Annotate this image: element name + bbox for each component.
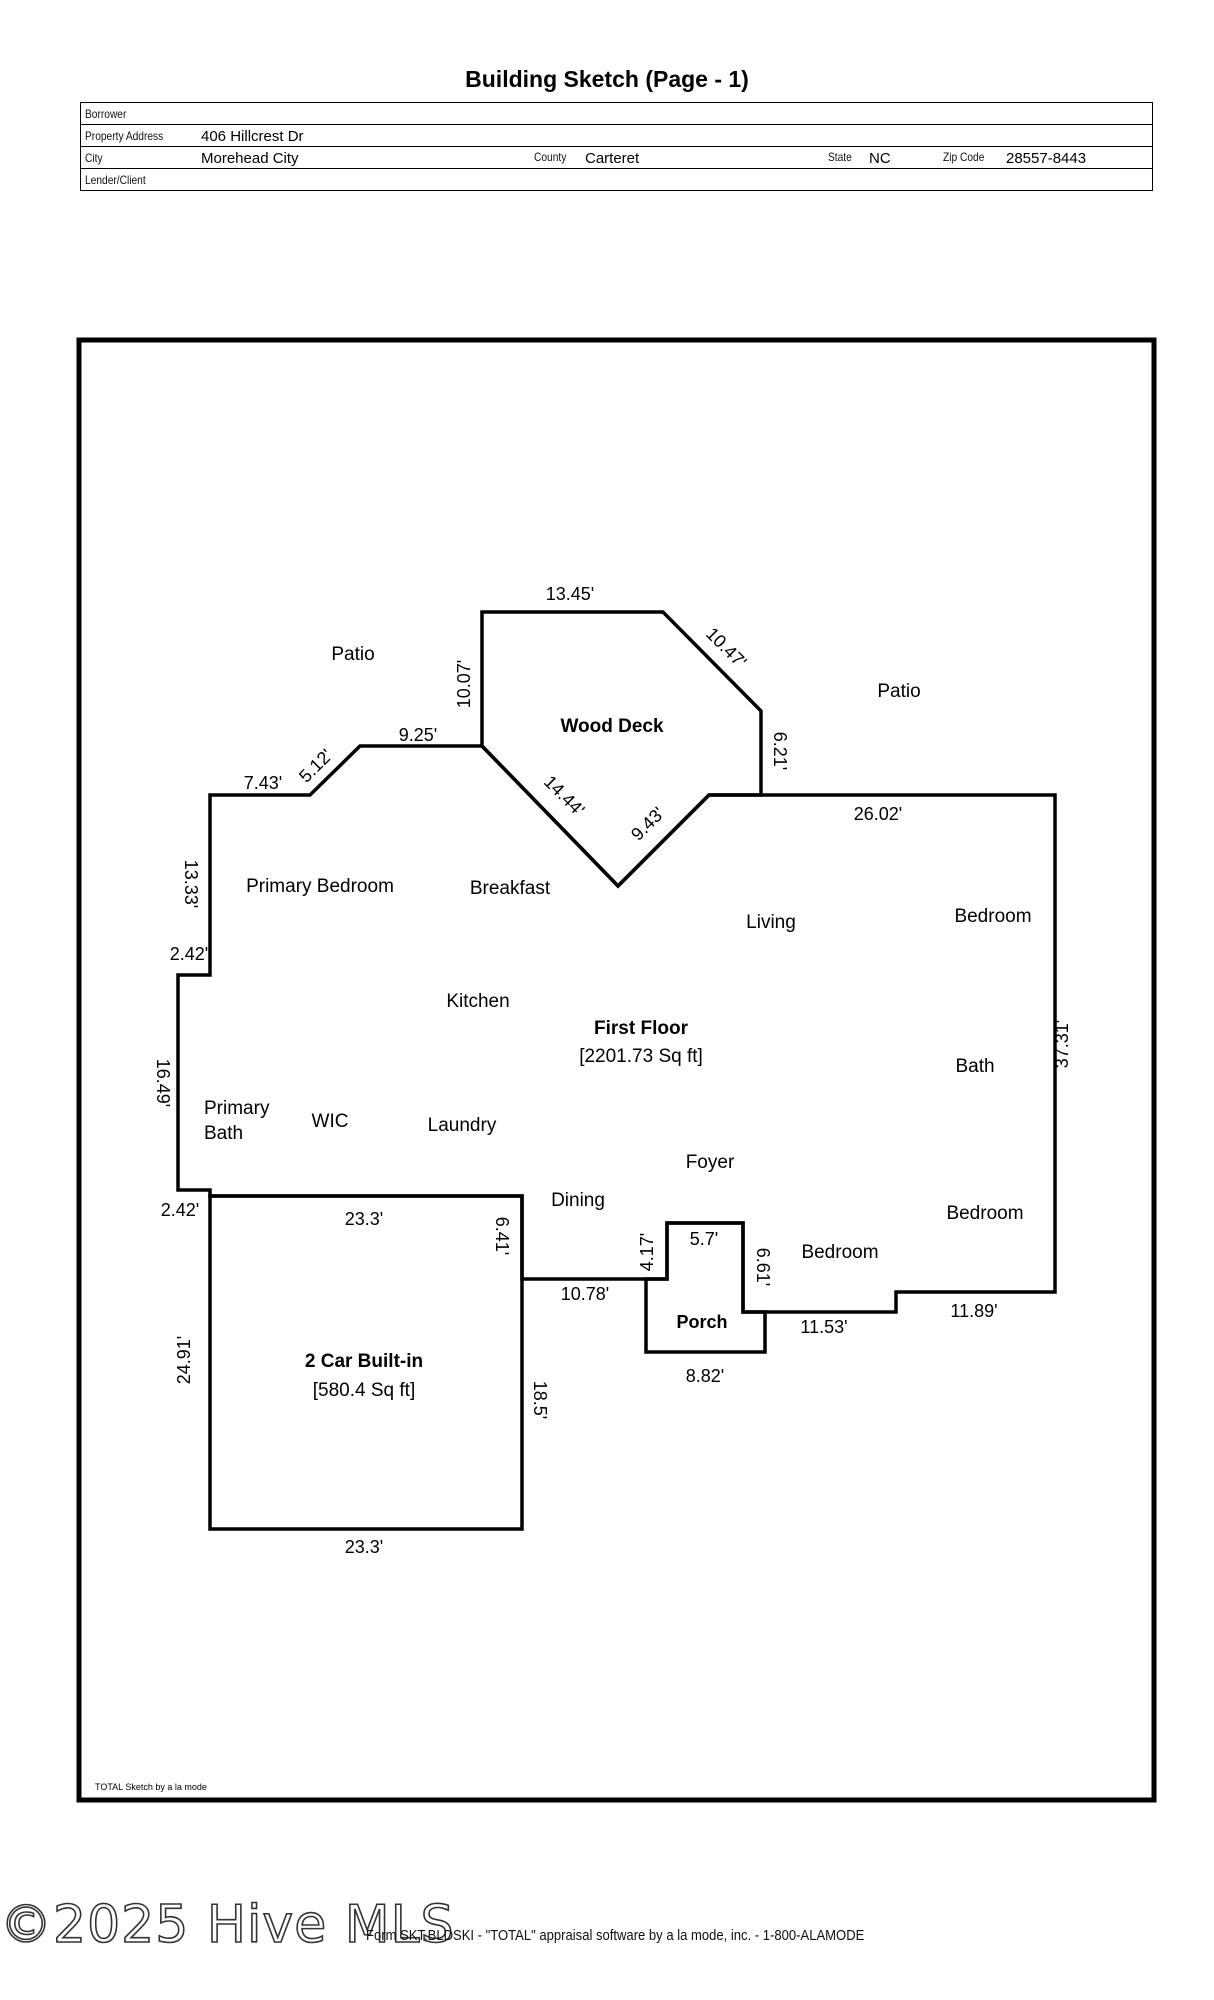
address-label: Property Address: [85, 129, 164, 143]
garage-outline: [208, 1194, 524, 1531]
dim-label: 13.45': [546, 584, 594, 604]
room-bedroom-top: Bedroom: [954, 906, 1031, 927]
room-kitchen: Kitchen: [446, 991, 509, 1012]
dim-label: 11.89': [950, 1301, 997, 1321]
room-primary-bath-line1: Primary: [204, 1098, 270, 1119]
lender-row: Lender/Client: [80, 168, 1153, 191]
dim-label: 7.43': [244, 773, 282, 793]
borrower-label: Borrower: [85, 107, 127, 121]
room-patio-right: Patio: [877, 681, 920, 702]
wood-deck-label: Wood Deck: [560, 716, 664, 737]
county-label: County: [534, 150, 567, 164]
dim-label: 11.53': [800, 1317, 847, 1337]
sketch-frame: [76, 337, 1157, 1803]
state-value: NC: [869, 150, 891, 167]
dim-label: 6.21': [770, 732, 790, 770]
address-value: 406 Hillcrest Dr: [201, 128, 304, 145]
room-wic: WIC: [312, 1111, 349, 1132]
dim-label: 23.3': [345, 1209, 383, 1229]
city-value: Morehead City: [201, 150, 299, 167]
room-breakfast: Breakfast: [470, 878, 551, 899]
room-bedroom-right: Bedroom: [946, 1203, 1023, 1224]
dim-label: 2.42': [170, 944, 208, 964]
dim-label: 9.25': [399, 725, 437, 745]
dim-label: 6.41': [492, 1217, 512, 1255]
zip-value: 28557-8443: [1006, 150, 1087, 167]
state-label: State: [828, 150, 852, 164]
room-primary-bath-line2: Bath: [204, 1123, 243, 1144]
dim-label: 16.49': [153, 1059, 173, 1107]
garage-title: 2 Car Built-in: [305, 1351, 423, 1372]
zip-label: Zip Code: [943, 150, 985, 164]
sketch-credit: TOTAL Sketch by a la mode: [95, 1782, 207, 1792]
first-floor-title: First Floor: [594, 1018, 689, 1039]
dim-label: 9.43': [627, 803, 668, 844]
property-info-table: Borrower Property Address 406 Hillcrest …: [80, 102, 1153, 191]
dim-label: 5.7': [690, 1229, 718, 1249]
dim-label: 26.02': [854, 804, 902, 824]
room-primary-bedroom: Primary Bedroom: [246, 876, 394, 897]
dim-label: 23.3': [345, 1537, 383, 1557]
city-label: City: [85, 151, 103, 165]
room-laundry: Laundry: [428, 1115, 497, 1136]
room-bedroom-porch: Bedroom: [801, 1242, 878, 1263]
dim-label: 18.5': [530, 1381, 550, 1419]
dim-label: 5.12': [295, 745, 336, 786]
porch-outline: [644, 1221, 767, 1354]
dim-label: 2.42': [161, 1200, 199, 1220]
room-living: Living: [746, 912, 796, 933]
wood-deck-outline: [480, 610, 763, 889]
room-dining: Dining: [551, 1190, 605, 1211]
lender-label: Lender/Client: [85, 173, 146, 187]
porch-label: Porch: [676, 1312, 727, 1332]
room-patio-left: Patio: [331, 644, 374, 665]
county-value: Carteret: [585, 150, 640, 167]
garage-area: [580.4 Sq ft]: [313, 1380, 415, 1401]
dim-label: 10.07': [454, 660, 474, 708]
dim-label: 4.17': [637, 1233, 657, 1271]
dim-label: 24.91': [174, 1336, 194, 1384]
dim-label: 37.31': [1052, 1020, 1072, 1068]
dim-label: 6.61': [753, 1248, 773, 1286]
dim-label: 10.78': [561, 1284, 609, 1304]
hive-mls-watermark: ©2025 Hive MLS: [0, 1894, 455, 1956]
room-bath: Bath: [955, 1056, 994, 1077]
dim-label: 8.82': [686, 1366, 724, 1386]
form-footer: Form SKT.BLDSKI - "TOTAL" appraisal soft…: [366, 1928, 865, 1944]
dim-label: 10.47': [702, 624, 750, 672]
dim-label: 13.33': [181, 860, 201, 908]
page-title: Building Sketch (Page - 1): [465, 66, 749, 92]
first-floor-area: [2201.73 Sq ft]: [579, 1046, 703, 1067]
room-foyer: Foyer: [686, 1152, 735, 1173]
room-labels: Patio Patio Primary Bedroom Breakfast Li…: [204, 644, 1032, 1263]
